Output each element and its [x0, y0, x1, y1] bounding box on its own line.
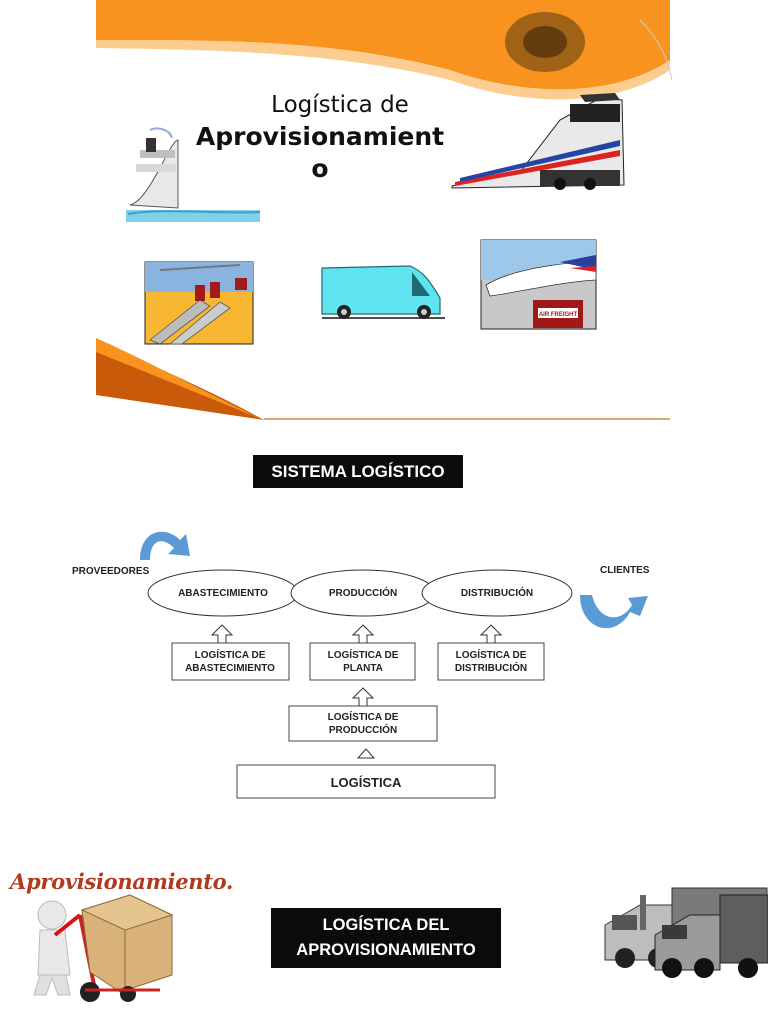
top-orange-banner: [96, 0, 673, 100]
suppliers-arrow-icon: [140, 531, 190, 560]
clients-arrow-icon: [580, 595, 648, 629]
box-distrib-line1: LOGÍSTICA DE: [456, 648, 527, 661]
box-abast-line2: ABASTECIMIENTO: [185, 663, 275, 674]
aprovisionamiento-word: Aprovisionamiento.: [10, 869, 233, 894]
clients-label: CLIENTES: [600, 565, 650, 576]
box-distrib-line2: DISTRIBUCIÓN: [455, 661, 527, 674]
slide-title-line1: Logística de: [271, 92, 409, 118]
slide-title-line3: o: [311, 154, 329, 183]
box-produccion-line2: PRODUCCIÓN: [329, 723, 397, 736]
stage-distribucion: DISTRIBUCIÓN: [461, 586, 533, 599]
hand-truck-person-icon: [33, 894, 174, 1002]
suppliers-label: PROVEEDORES: [72, 566, 150, 577]
airplane-label: AIR FREIGHT: [539, 312, 578, 318]
system-title: SISTEMA LOGÍSTICO: [253, 455, 463, 488]
cargo-airplane-icon: AIR FREIGHT: [480, 239, 597, 330]
sub-boxes: LOGÍSTICA DE ABASTECIMIENTO LOGÍSTICA DE…: [171, 642, 545, 799]
trucks-icon: [604, 887, 768, 978]
slide-title-line2: Aprovisionamient: [195, 122, 445, 151]
cruise-ship-icon: [126, 127, 261, 222]
box-abast-line1: LOGÍSTICA DE: [195, 648, 266, 661]
logistics-banner-line1: LOGÍSTICA DEL: [322, 916, 450, 934]
box-planta-line2: PLANTA: [343, 663, 383, 674]
lower-orange-accent: [96, 338, 670, 420]
box-logistica: LOGÍSTICA: [331, 775, 402, 790]
logistics-banner: LOGÍSTICA DEL APROVISIONAMIENTO: [271, 908, 501, 968]
box-planta-line1: LOGÍSTICA DE: [328, 648, 399, 661]
stage-abastecimiento: ABASTECIMIENTO: [178, 588, 268, 599]
train-icon: [451, 93, 625, 190]
stage-ellipses: ABASTECIMIENTO PRODUCCIÓN DISTRIBUCIÓN: [147, 569, 573, 617]
box-produccion-line1: LOGÍSTICA DE: [328, 710, 399, 723]
loading-dock-icon: [144, 261, 254, 345]
logistics-banner-line2: APROVISIONAMIENTO: [296, 941, 476, 959]
stage-produccion: PRODUCCIÓN: [329, 586, 397, 599]
van-icon: [321, 265, 445, 319]
